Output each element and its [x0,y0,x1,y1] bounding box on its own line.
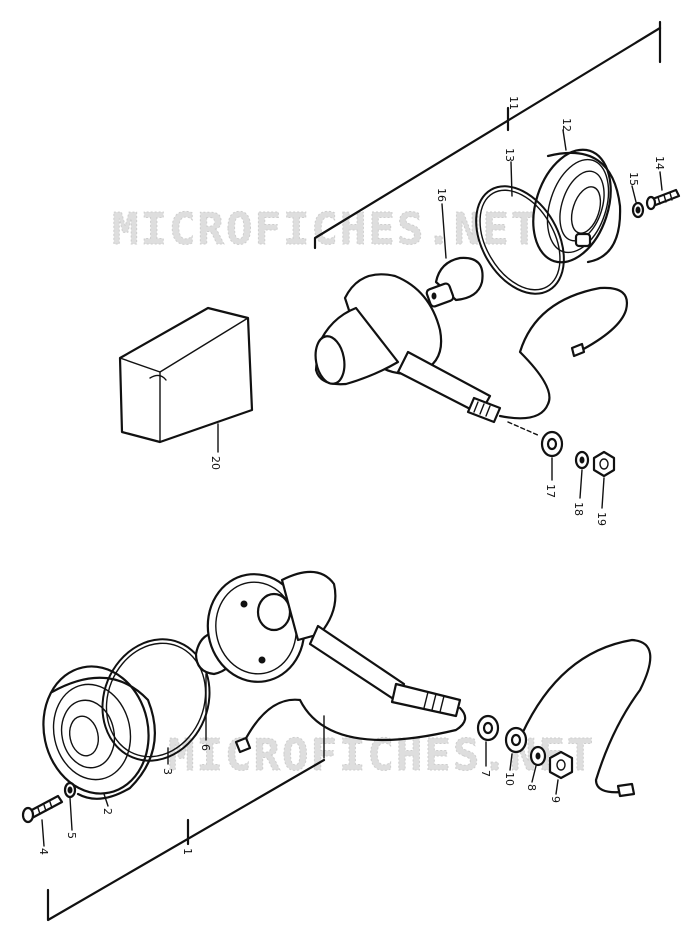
callout-15: 15 [627,172,640,186]
upper-gasket [475,185,565,295]
callout-20: 20 [209,456,222,470]
lower-gasket [101,638,211,762]
leader-lines [41,129,663,847]
lower-lock-washer [529,745,547,767]
lower-short-wire [242,698,467,744]
lower-long-wire [520,638,652,794]
lower-lens-screw [21,794,64,824]
upper-wire-terminal [570,342,586,358]
upper-lock-washer [574,450,590,470]
lower-nut [548,750,574,780]
lower-wire-eyelet [504,726,528,754]
flasher-relay [118,306,254,444]
callout-labels: 11 12 13 14 15 16 17 18 19 20 6 3 2 5 4 … [37,96,666,855]
lower-flat-washer [476,714,500,742]
callout-10: 10 [503,772,516,786]
lower-housing [206,570,462,718]
lower-assembly-bracket [46,715,326,922]
lower-long-wire-terminal [616,782,636,798]
callout-19: 19 [595,512,608,526]
upper-flat-washer [540,430,564,458]
upper-nut [592,450,616,478]
callout-3: 3 [161,768,174,775]
callout-1: 1 [181,848,194,855]
callout-8: 8 [525,784,538,791]
callout-9: 9 [549,796,562,803]
lower-lens [42,665,156,800]
callout-7: 7 [479,770,492,777]
callout-16: 16 [435,188,448,202]
lower-lens-washer [63,781,77,799]
lower-short-wire-terminal [234,736,252,754]
upper-bulb [425,256,484,308]
callout-18: 18 [572,502,585,516]
callout-17: 17 [544,484,557,498]
watermark-upper: MICROFICHES.NET [112,204,539,255]
callout-14: 14 [653,156,666,170]
upper-assembly-bracket [313,20,662,250]
callout-5: 5 [65,832,78,839]
callout-6: 6 [199,744,212,751]
upper-wire [498,286,629,420]
upper-lens [532,148,622,264]
upper-lens-washer [631,201,645,219]
callout-4: 4 [37,848,50,855]
callout-2: 2 [101,808,114,815]
callout-12: 12 [560,118,573,132]
callout-11: 11 [507,96,520,110]
callout-13: 13 [503,148,516,162]
upper-housing [314,273,502,424]
upper-lens-screw [645,188,681,211]
